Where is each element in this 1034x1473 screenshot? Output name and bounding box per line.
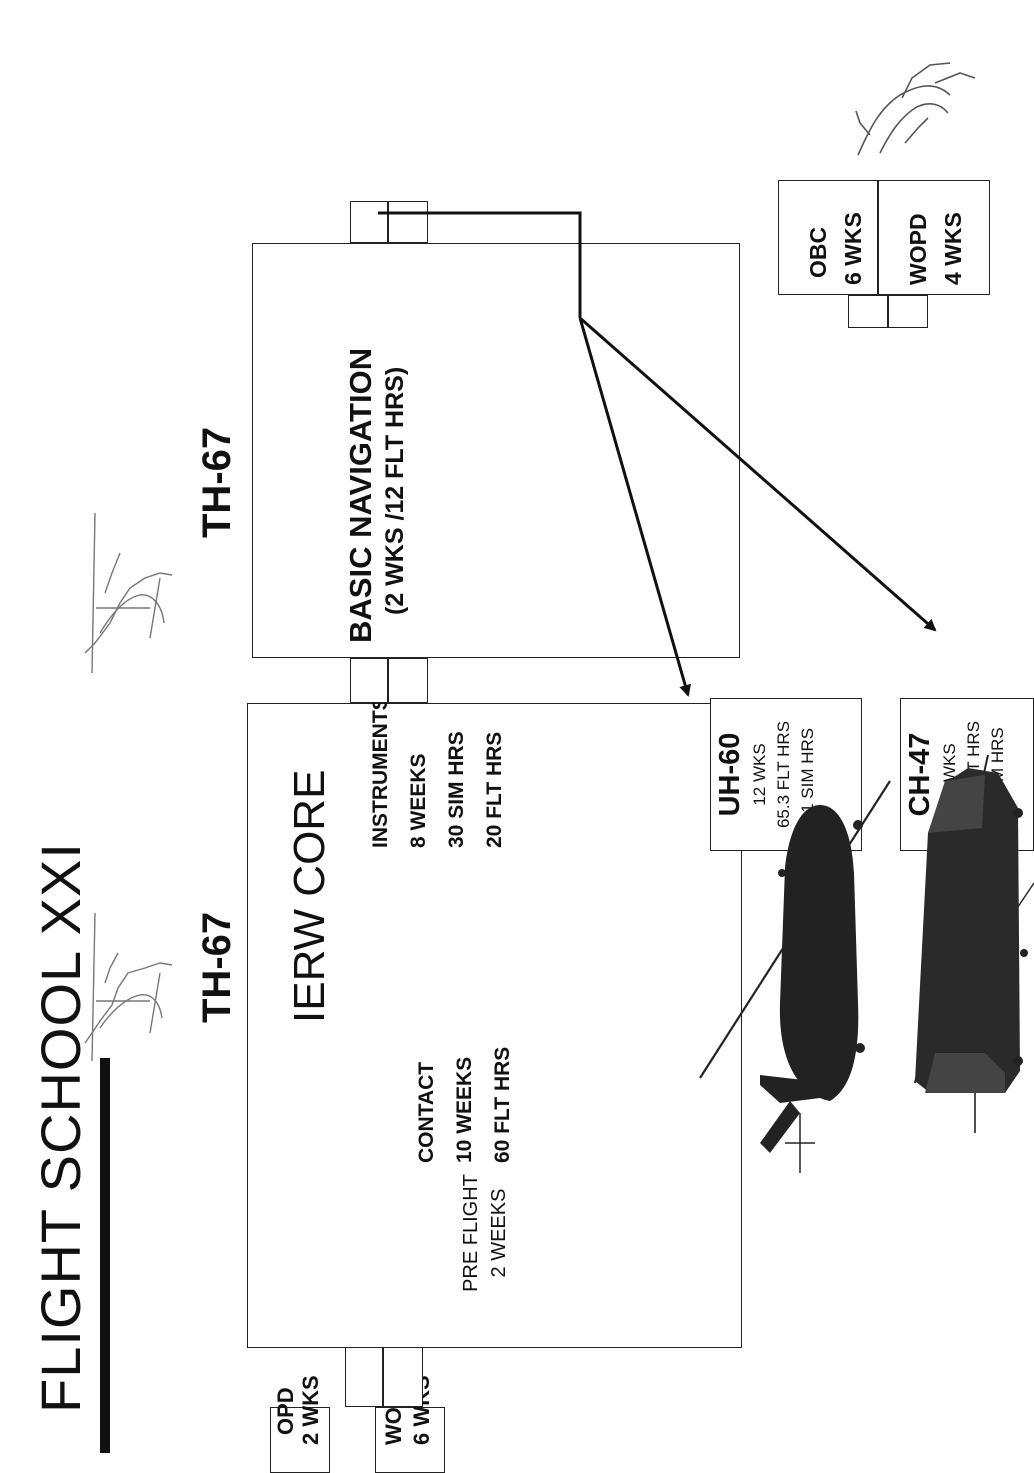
page: FLIGHT SCHOOL XXI OPD 2 WKS WOCS 6 WKS I… [0,0,1034,1473]
slide: FLIGHT SCHOOL XXI OPD 2 WKS WOCS 6 WKS I… [0,0,1034,1473]
aviator-wings-icon [0,0,1034,1473]
